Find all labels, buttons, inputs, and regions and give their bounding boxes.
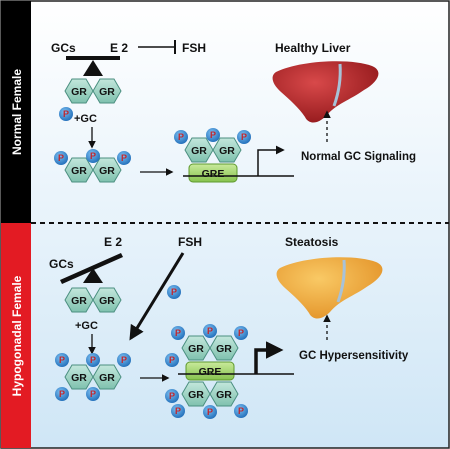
svg-text:P: P [210, 130, 216, 140]
svg-text:P: P [90, 355, 96, 365]
top-balance-beam [66, 56, 120, 60]
bottom-balance-beam [60, 253, 123, 284]
svg-text:P: P [175, 406, 181, 416]
bottom-transcription-arrow [254, 341, 284, 374]
bottom-fsh-arrow [129, 252, 185, 341]
svg-text:P: P [121, 355, 127, 365]
svg-text:P: P [175, 328, 181, 338]
bottom-fsh-label: FSH [178, 235, 202, 249]
top-fsh-label: FSH [182, 41, 206, 55]
top-gre-complex: GR GR P P P GRE [174, 128, 251, 183]
svg-text:P: P [169, 355, 175, 365]
svg-text:GR: GR [188, 343, 204, 355]
bottom-outcome-title: Steatosis [285, 235, 339, 249]
svg-text:P: P [90, 151, 96, 161]
bottom-gcs-label: GCs [49, 257, 74, 271]
svg-text:P: P [59, 355, 65, 365]
top-phospho-gr-dimer: GR GR P P P [54, 149, 131, 183]
phosphate [59, 107, 73, 121]
svg-text:P: P [207, 407, 213, 417]
svg-text:P: P [171, 287, 177, 297]
top-e2-label: E 2 [110, 41, 128, 55]
svg-text:P: P [58, 153, 64, 163]
bottom-gre-complex: GR GR GRE GR GR P P P P P P P P [165, 324, 248, 419]
svg-text:GR: GR [99, 372, 115, 384]
top-panel: GCs E 2 FSH GR GR +GC P GR GR P P P [51, 40, 416, 183]
svg-text:P: P [238, 406, 244, 416]
svg-text:P: P [178, 132, 184, 142]
bottom-panel: E 2 FSH GCs P GR GR +GC GR GR P P P P P [49, 235, 409, 419]
bottom-phospho-gr-dimer: GR GR P P P P P [55, 353, 131, 401]
svg-text:P: P [59, 389, 65, 399]
top-balance-fulcrum [83, 60, 103, 76]
svg-text:P: P [238, 328, 244, 338]
svg-text:GRE: GRE [199, 366, 222, 378]
svg-text:P: P [63, 109, 69, 119]
svg-text:GR: GR [99, 295, 115, 307]
steatotic-liver-image [276, 257, 383, 319]
svg-text:P: P [241, 132, 247, 142]
svg-text:GR: GR [219, 145, 235, 157]
gre-label: GRE [202, 168, 225, 180]
top-signal-label: Normal GC Signaling [301, 151, 416, 163]
free-phosphate [167, 285, 181, 299]
top-plus-gc: +GC [74, 113, 97, 125]
gre-box [185, 361, 235, 381]
bottom-gr-dimer: GR GR [64, 287, 122, 313]
svg-text:GR: GR [71, 165, 87, 177]
bottom-side-bar [1, 223, 31, 448]
bottom-e2-label: E 2 [104, 235, 122, 249]
bottom-side-label: Hypogonadal Female [10, 275, 24, 396]
svg-text:GR: GR [71, 295, 87, 307]
svg-text:P: P [169, 391, 175, 401]
bottom-balance-fulcrum [83, 268, 103, 283]
gre-box [188, 163, 238, 183]
top-side-label: Normal Female [10, 69, 24, 155]
svg-text:P: P [90, 389, 96, 399]
svg-text:P: P [121, 153, 127, 163]
svg-text:GR: GR [216, 343, 232, 355]
top-outcome-title: Healthy Liver [275, 41, 351, 55]
svg-text:GR: GR [216, 389, 232, 401]
svg-text:P: P [207, 326, 213, 336]
top-gr-dimer: GR GR [64, 78, 122, 104]
svg-text:GR: GR [191, 145, 207, 157]
svg-text:GR: GR [71, 372, 87, 384]
svg-text:GR: GR [188, 389, 204, 401]
top-gcs-label: GCs [51, 41, 76, 55]
bottom-signal-label: GC Hypersensitivity [299, 350, 409, 362]
svg-text:GR: GR [99, 165, 115, 177]
gr-label: GR [71, 86, 87, 98]
bottom-plus-gc: +GC [75, 320, 98, 332]
gr-label: GR [99, 86, 115, 98]
healthy-liver-image [272, 61, 379, 123]
top-side-bar [1, 1, 31, 223]
top-transcription-arrow [257, 145, 285, 176]
